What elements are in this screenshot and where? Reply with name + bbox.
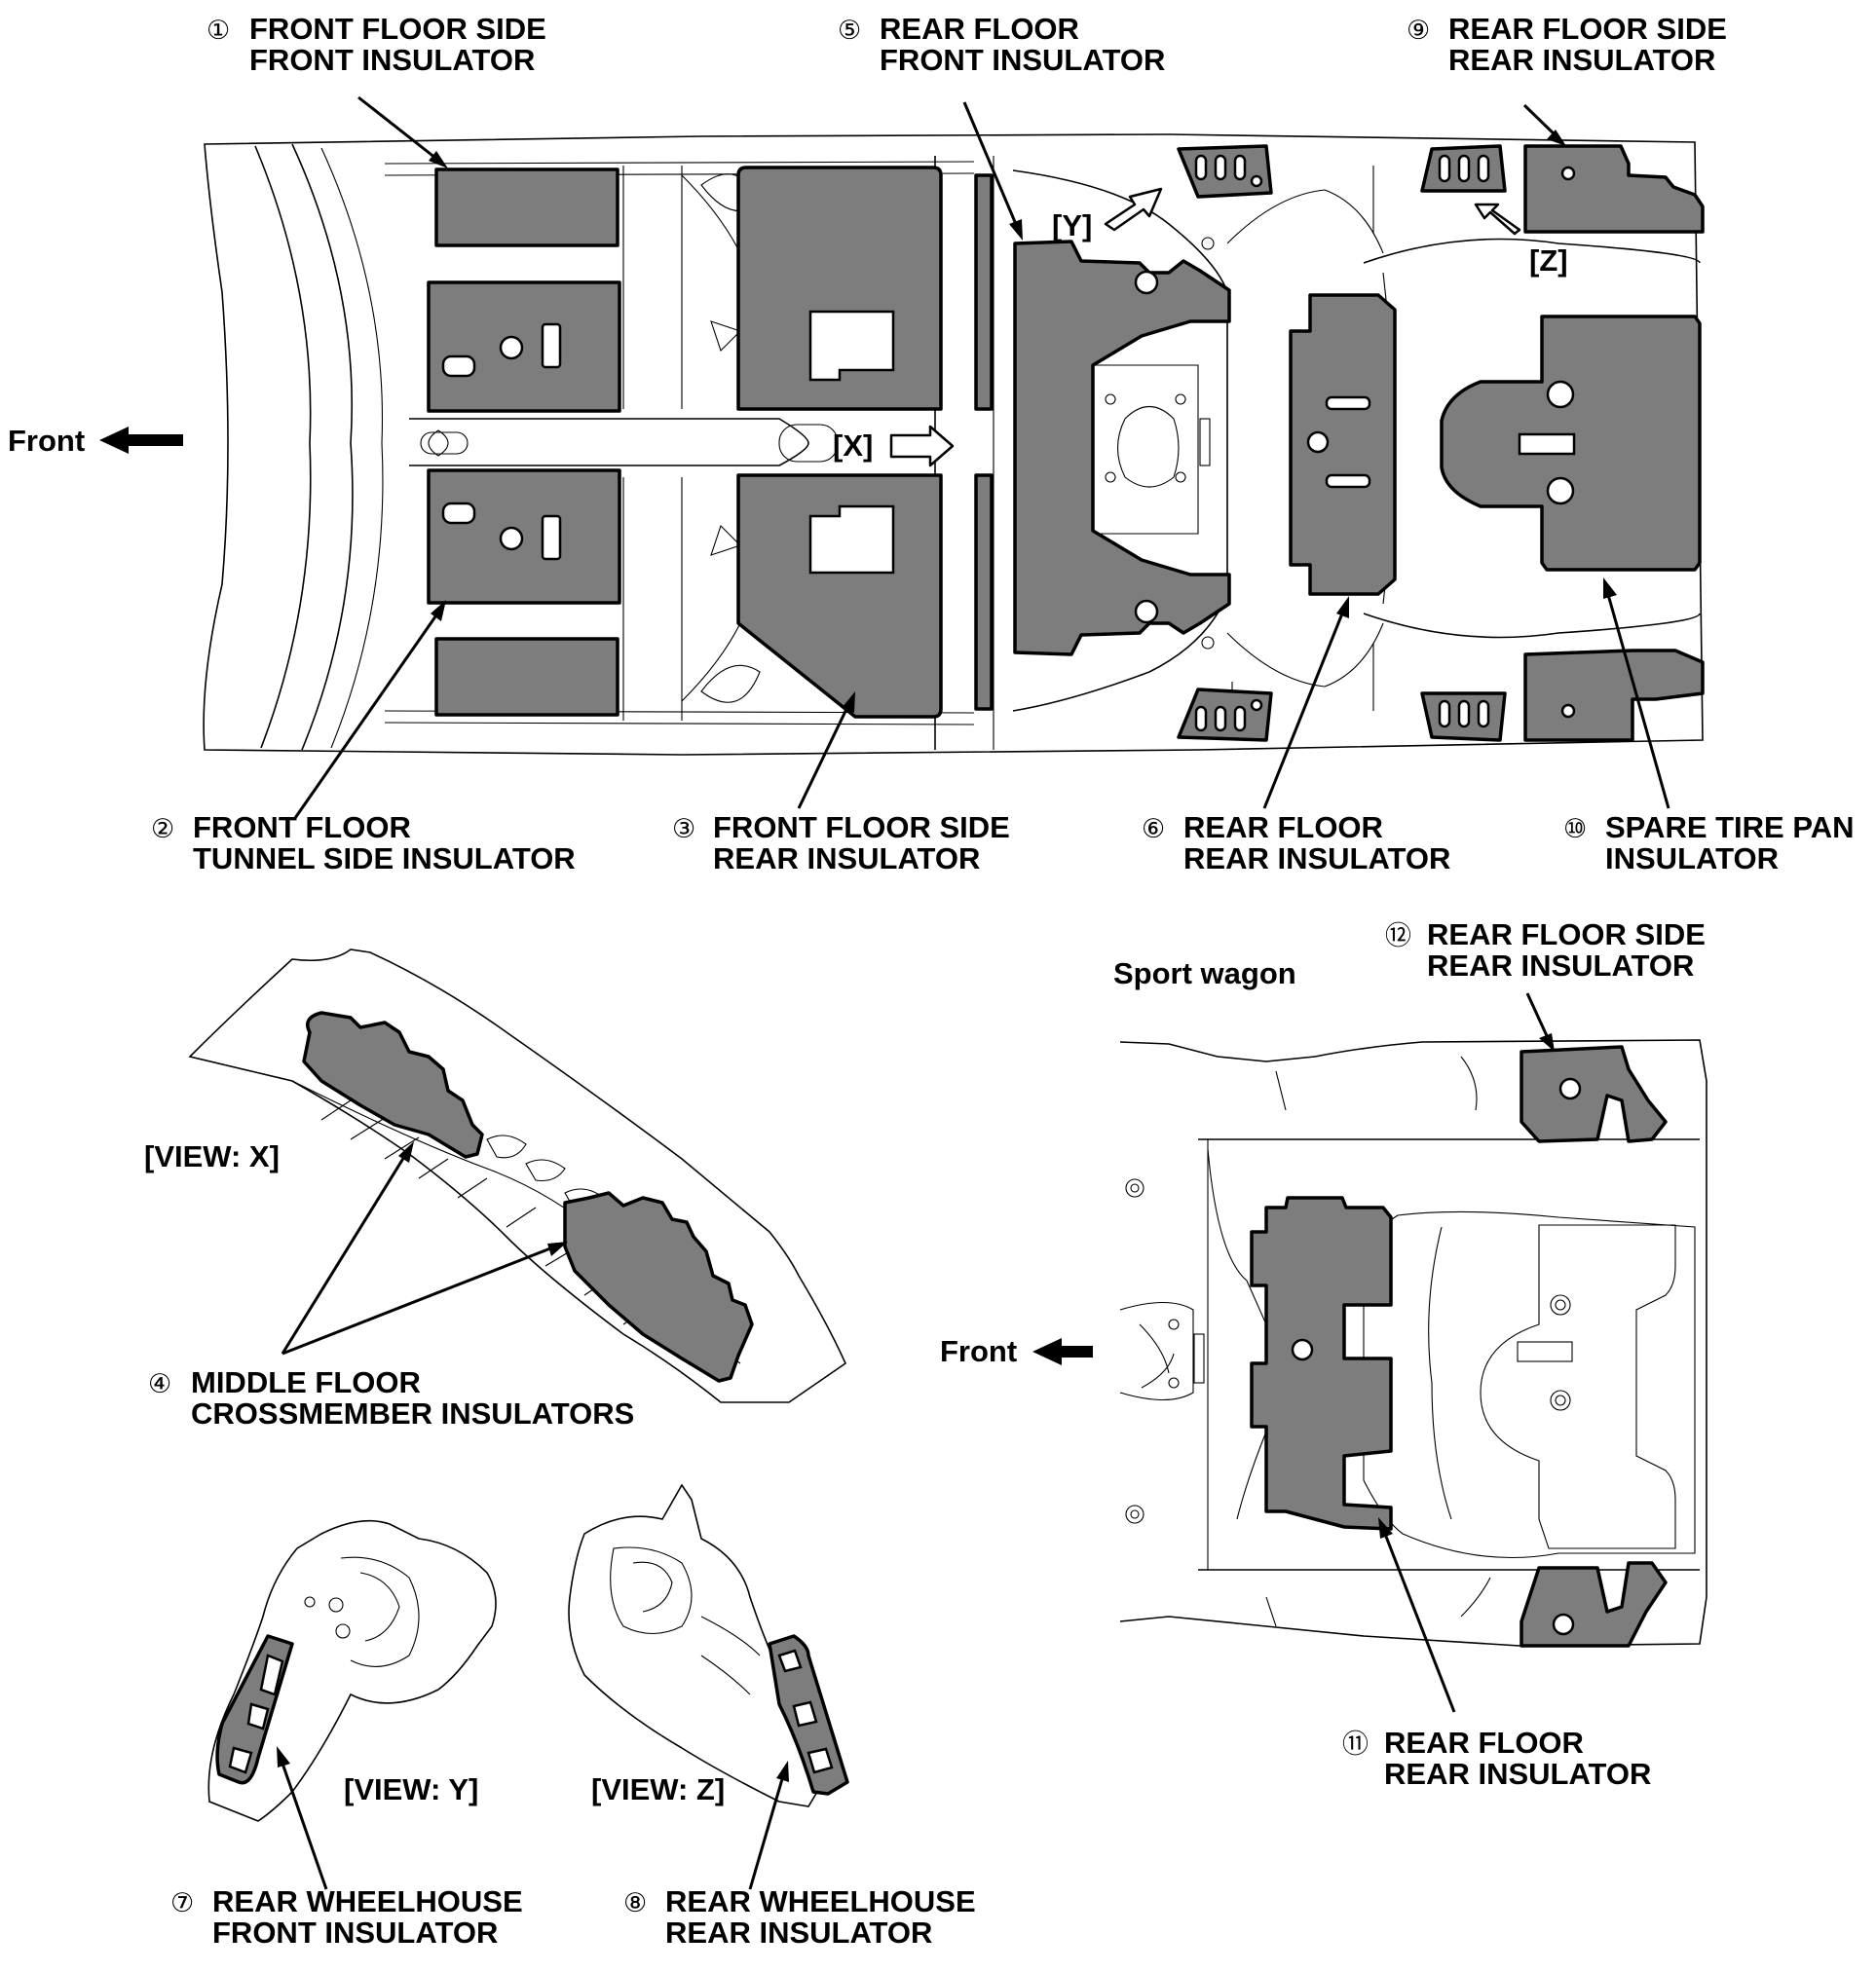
view-y-drawing <box>207 1519 497 1822</box>
sport-wagon-label: Sport wagon <box>1113 956 1296 990</box>
svg-text:②: ② <box>151 814 174 844</box>
rear-floor-rear-insulator <box>1289 293 1397 596</box>
label-4: ④ MIDDLE FLOOR CROSSMEMBER INSULATORS <box>148 1365 634 1431</box>
svg-text:REAR INSULATOR: REAR INSULATOR <box>713 841 980 875</box>
spare-tire-pan-insulator <box>1440 315 1702 572</box>
svg-text:MIDDLE FLOOR: MIDDLE FLOOR <box>191 1365 421 1399</box>
svg-text:REAR INSULATOR: REAR INSULATOR <box>1448 43 1715 77</box>
label-6: ⑥ REAR FLOOR REAR INSULATOR <box>1142 810 1450 875</box>
label-5: ⑤ REAR FLOOR FRONT INSULATOR <box>838 12 1165 77</box>
svg-text:③: ③ <box>672 814 695 844</box>
label-8: ⑧ REAR WHEELHOUSE REAR INSULATOR <box>623 1884 976 1950</box>
front-label: Front <box>8 424 85 458</box>
rear-floor-side-rear-insulator <box>1520 1561 1668 1648</box>
view-z-drawing <box>568 1483 849 1807</box>
svg-text:SPARE TIRE PAN: SPARE TIRE PAN <box>1605 810 1855 844</box>
svg-text:FRONT INSULATOR: FRONT INSULATOR <box>249 43 535 77</box>
view-x-arrow <box>889 425 955 467</box>
leader-lines <box>277 95 1670 1890</box>
svg-text:REAR INSULATOR: REAR INSULATOR <box>1183 841 1450 875</box>
marker-z: [Z] <box>1529 243 1568 278</box>
svg-text:FRONT FLOOR SIDE: FRONT FLOOR SIDE <box>713 810 1010 844</box>
front-floor-side-front-insulator <box>434 167 619 247</box>
svg-text:⑪: ⑪ <box>1342 1730 1369 1760</box>
rear-wheelhouse-front-insulator <box>1177 144 1273 199</box>
svg-text:CROSSMEMBER INSULATORS: CROSSMEMBER INSULATORS <box>191 1396 634 1431</box>
svg-text:REAR FLOOR SIDE: REAR FLOOR SIDE <box>1448 12 1727 46</box>
svg-text:REAR FLOOR: REAR FLOOR <box>1183 810 1383 844</box>
view-x-label: [VIEW: X] <box>144 1139 280 1173</box>
front-arrow-icon <box>99 427 183 454</box>
label-1: ① FRONT FLOOR SIDE FRONT INSULATOR <box>206 12 546 77</box>
svg-text:REAR FLOOR: REAR FLOOR <box>880 12 1079 46</box>
front-arrow-icon <box>1032 1338 1093 1365</box>
svg-text:REAR WHEELHOUSE: REAR WHEELHOUSE <box>212 1884 523 1918</box>
view-y-arrow <box>1104 187 1163 232</box>
front-floor-side-rear-insulator <box>736 473 943 719</box>
sport-wagon-view <box>1032 1039 1707 1648</box>
svg-text:④: ④ <box>148 1369 171 1399</box>
svg-text:TUNNEL SIDE INSULATOR: TUNNEL SIDE INSULATOR <box>193 841 576 875</box>
svg-text:FRONT INSULATOR: FRONT INSULATOR <box>880 43 1165 77</box>
svg-text:REAR INSULATOR: REAR INSULATOR <box>1427 949 1694 983</box>
label-2: ② FRONT FLOOR TUNNEL SIDE INSULATOR <box>151 810 576 875</box>
middle-floor-crossmember-insulator <box>563 1191 754 1383</box>
svg-text:⑤: ⑤ <box>838 16 861 46</box>
rear-floor-side-rear-insulator <box>1523 649 1705 742</box>
svg-text:①: ① <box>206 16 230 46</box>
rear-wheelhouse-rear-insulator <box>1420 691 1507 742</box>
label-3: ③ FRONT FLOOR SIDE REAR INSULATOR <box>672 810 1010 875</box>
label-10: ⑩ SPARE TIRE PAN INSULATOR <box>1563 810 1855 875</box>
front-floor-tunnel-side-insulator <box>427 468 621 605</box>
view-x-drawing <box>188 949 847 1403</box>
svg-text:REAR WHEELHOUSE: REAR WHEELHOUSE <box>665 1884 976 1918</box>
svg-text:REAR FLOOR SIDE: REAR FLOOR SIDE <box>1427 917 1706 951</box>
rear-floor-side-rear-insulator <box>1520 1045 1668 1143</box>
rear-floor-rear-insulator <box>1250 1196 1393 1531</box>
view-y-label: [VIEW: Y] <box>344 1772 478 1806</box>
svg-text:REAR INSULATOR: REAR INSULATOR <box>1384 1757 1651 1791</box>
svg-text:FRONT FLOOR: FRONT FLOOR <box>193 810 411 844</box>
label-7: ⑦ REAR WHEELHOUSE FRONT INSULATOR <box>170 1884 523 1950</box>
svg-text:⑧: ⑧ <box>623 1888 647 1918</box>
svg-text:⑫: ⑫ <box>1385 921 1411 951</box>
svg-text:FRONT FLOOR SIDE: FRONT FLOOR SIDE <box>249 12 546 46</box>
middle-floor-crossmember-insulator <box>974 173 994 411</box>
svg-text:⑩: ⑩ <box>1563 814 1587 844</box>
svg-text:FRONT INSULATOR: FRONT INSULATOR <box>212 1916 498 1950</box>
view-z-label: [VIEW: Z] <box>591 1772 725 1806</box>
svg-text:⑦: ⑦ <box>170 1888 194 1918</box>
middle-floor-crossmember-insulator <box>302 1011 484 1159</box>
view-z-arrow <box>1474 203 1521 236</box>
svg-text:INSULATOR: INSULATOR <box>1605 841 1779 875</box>
rear-floor-side-rear-insulator <box>1523 144 1705 234</box>
main-floor-view <box>99 133 1705 756</box>
label-12: ⑫ REAR FLOOR SIDE REAR INSULATOR <box>1385 917 1706 983</box>
label-9: ⑨ REAR FLOOR SIDE REAR INSULATOR <box>1407 12 1727 77</box>
svg-text:REAR FLOOR: REAR FLOOR <box>1384 1726 1584 1760</box>
rear-wheelhouse-rear-insulator <box>1420 144 1507 193</box>
rear-floor-front-insulator <box>1013 240 1231 656</box>
front-floor-side-rear-insulator <box>736 166 943 411</box>
svg-text:REAR INSULATOR: REAR INSULATOR <box>665 1916 932 1950</box>
rear-wheelhouse-front-insulator <box>1177 688 1273 742</box>
front-floor-side-front-insulator <box>434 637 619 717</box>
svg-text:⑥: ⑥ <box>1142 814 1165 844</box>
label-11: ⑪ REAR FLOOR REAR INSULATOR <box>1342 1726 1651 1791</box>
front-label: Front <box>940 1334 1017 1368</box>
marker-y: [Y] <box>1052 208 1092 242</box>
marker-x: [X] <box>833 428 873 463</box>
svg-text:⑨: ⑨ <box>1407 16 1430 46</box>
middle-floor-crossmember-insulator <box>974 473 994 711</box>
front-floor-tunnel-side-insulator <box>427 280 621 413</box>
